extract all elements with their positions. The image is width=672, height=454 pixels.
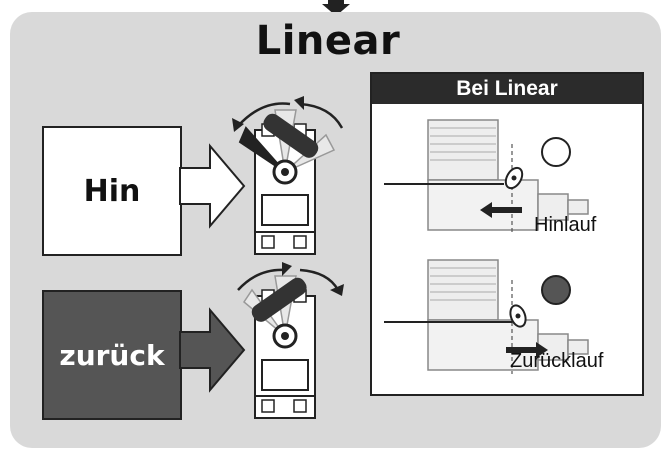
- zurueck-label: zurück: [59, 338, 165, 372]
- diagram-title: Linear: [255, 18, 401, 64]
- engine-icon-bottom: [384, 259, 589, 374]
- engine-diagram: [384, 119, 589, 374]
- bei-linear-panel: Bei Linear: [370, 72, 644, 396]
- hin-label: Hin: [83, 173, 141, 209]
- zuruecklauf-label: Zurücklauf: [510, 350, 604, 372]
- back-block-arrow-icon: [179, 307, 246, 393]
- zurueck-box: zurück: [42, 290, 182, 420]
- servo-icon-top: [232, 96, 344, 255]
- engine-icon-top: [384, 119, 589, 234]
- servo-diagram: [179, 96, 344, 419]
- bei-linear-header: Bei Linear: [372, 74, 642, 104]
- top-down-arrow-icon: [322, 0, 350, 16]
- forward-block-arrow-icon: [179, 143, 246, 229]
- servo-icon-bottom: [237, 262, 344, 419]
- hin-box: Hin: [42, 126, 182, 256]
- hinlauf-label: Hinlauf: [534, 214, 597, 236]
